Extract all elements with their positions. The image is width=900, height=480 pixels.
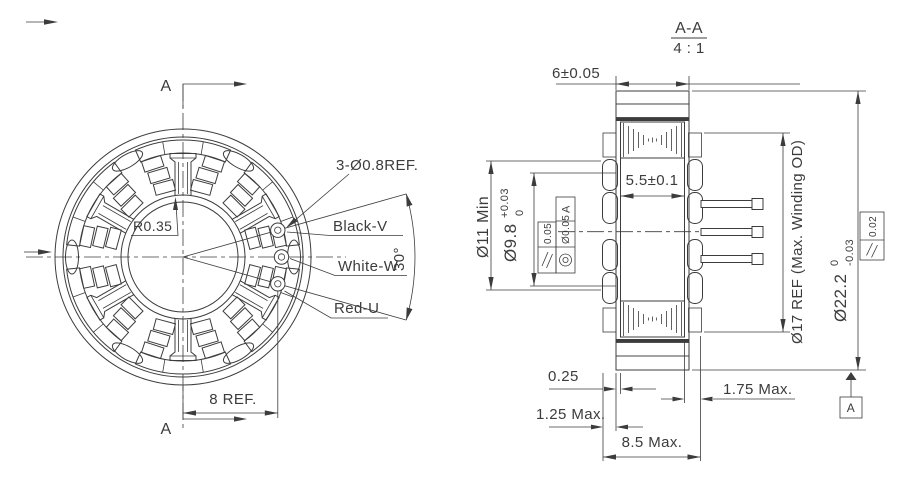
gdt-frames-left: 0.05 Ø0.05 A bbox=[537, 196, 576, 274]
dim-bobbin-width: 5.5±0.1 bbox=[620, 172, 685, 199]
dim-stack-height: 6±0.05 bbox=[552, 65, 800, 90]
dim-outer-dia: Ø22.2 0 -0.03 0.02 bbox=[692, 90, 885, 371]
section-marker-bottom: A bbox=[160, 386, 247, 438]
terminal-pins bbox=[270, 222, 290, 292]
gdt-parallel-1-value: 0.05 bbox=[543, 223, 554, 244]
dim-clearance-dia: Ø11 Min bbox=[475, 160, 601, 291]
front-view: 30° 3-Ø0.8REF. Black-V White-W Red-U R0.… bbox=[24, 19, 418, 438]
bore-tol-upper: +0.03 bbox=[499, 188, 511, 218]
wire-label-red: Red-U bbox=[334, 300, 379, 317]
angle-label: 30° bbox=[391, 247, 408, 271]
section-title-label: A-A bbox=[675, 20, 703, 37]
bore-tol-lower: 0 bbox=[514, 209, 526, 216]
section-marker-top: A bbox=[160, 78, 247, 108]
fillet-radius-dim: R0.35 bbox=[131, 197, 179, 236]
dim-pin-side-max: 1.75 Max. bbox=[661, 336, 795, 461]
terminal-pins-side bbox=[700, 198, 764, 265]
clearance-dia-label: Ø11 Min bbox=[475, 196, 492, 258]
terminals-note: 3-Ø0.8REF. bbox=[286, 157, 418, 228]
stator-core-section bbox=[615, 90, 690, 371]
winding-blocks bbox=[602, 132, 702, 333]
outer-dia-label: Ø22.2 bbox=[831, 274, 850, 322]
bobbin-and-coils bbox=[620, 121, 685, 338]
dim-bore-dia: Ø9.8 +0.03 0 bbox=[499, 172, 616, 287]
pin-offset-dim: 8 REF. bbox=[183, 291, 279, 418]
section-scale-label: 4 : 1 bbox=[673, 40, 704, 57]
datum-a-label: A bbox=[847, 401, 855, 415]
section-letter-bottom: A bbox=[160, 421, 171, 438]
outer-tol-lower: -0.03 bbox=[844, 239, 856, 266]
bore-dia-label: Ø9.8 bbox=[501, 224, 520, 262]
dim-flange-max: 1.25 Max. bbox=[536, 373, 643, 461]
winding-od-label: Ø17 REF (Max. Winding OD) bbox=[789, 140, 806, 344]
section-letter-top: A bbox=[160, 78, 171, 95]
fillet-radius-label: R0.35 bbox=[133, 218, 172, 234]
flange-gap-label: 0.25 bbox=[548, 368, 579, 385]
overall-max-label: 8.5 Max. bbox=[622, 434, 683, 451]
section-view: A-A 4 : 1 bbox=[475, 20, 885, 461]
datum-a: A bbox=[839, 372, 863, 419]
pin-side-max-label: 1.75 Max. bbox=[723, 381, 792, 398]
outer-tol-upper: 0 bbox=[829, 259, 841, 266]
dim-winding-od: Ø17 REF (Max. Winding OD) bbox=[704, 132, 806, 344]
gdt-concentric-value: Ø0.05 bbox=[561, 215, 572, 244]
wire-labels: Black-V White-W Red-U bbox=[284, 218, 407, 319]
gdt-parallel-2-value: 0.02 bbox=[868, 216, 879, 237]
wire-label-black: Black-V bbox=[333, 218, 387, 235]
wire-label-white: White-W bbox=[338, 258, 399, 275]
bobbin-width-label: 5.5±0.1 bbox=[626, 172, 679, 189]
dim-flange-gap: 0.25 bbox=[548, 368, 656, 394]
stack-height-label: 6±0.05 bbox=[552, 65, 600, 82]
dim-overall-max: 8.5 Max. bbox=[603, 434, 701, 460]
gdt-concentric-datum: A bbox=[561, 205, 573, 213]
terminals-note-label: 3-Ø0.8REF. bbox=[336, 157, 418, 174]
angle-dimension-30: 30° bbox=[182, 193, 416, 321]
pin-offset-label: 8 REF. bbox=[209, 391, 256, 408]
view-direction-arrows bbox=[24, 19, 58, 255]
section-title: A-A 4 : 1 bbox=[671, 20, 707, 57]
flange-max-label: 1.25 Max. bbox=[536, 406, 605, 423]
